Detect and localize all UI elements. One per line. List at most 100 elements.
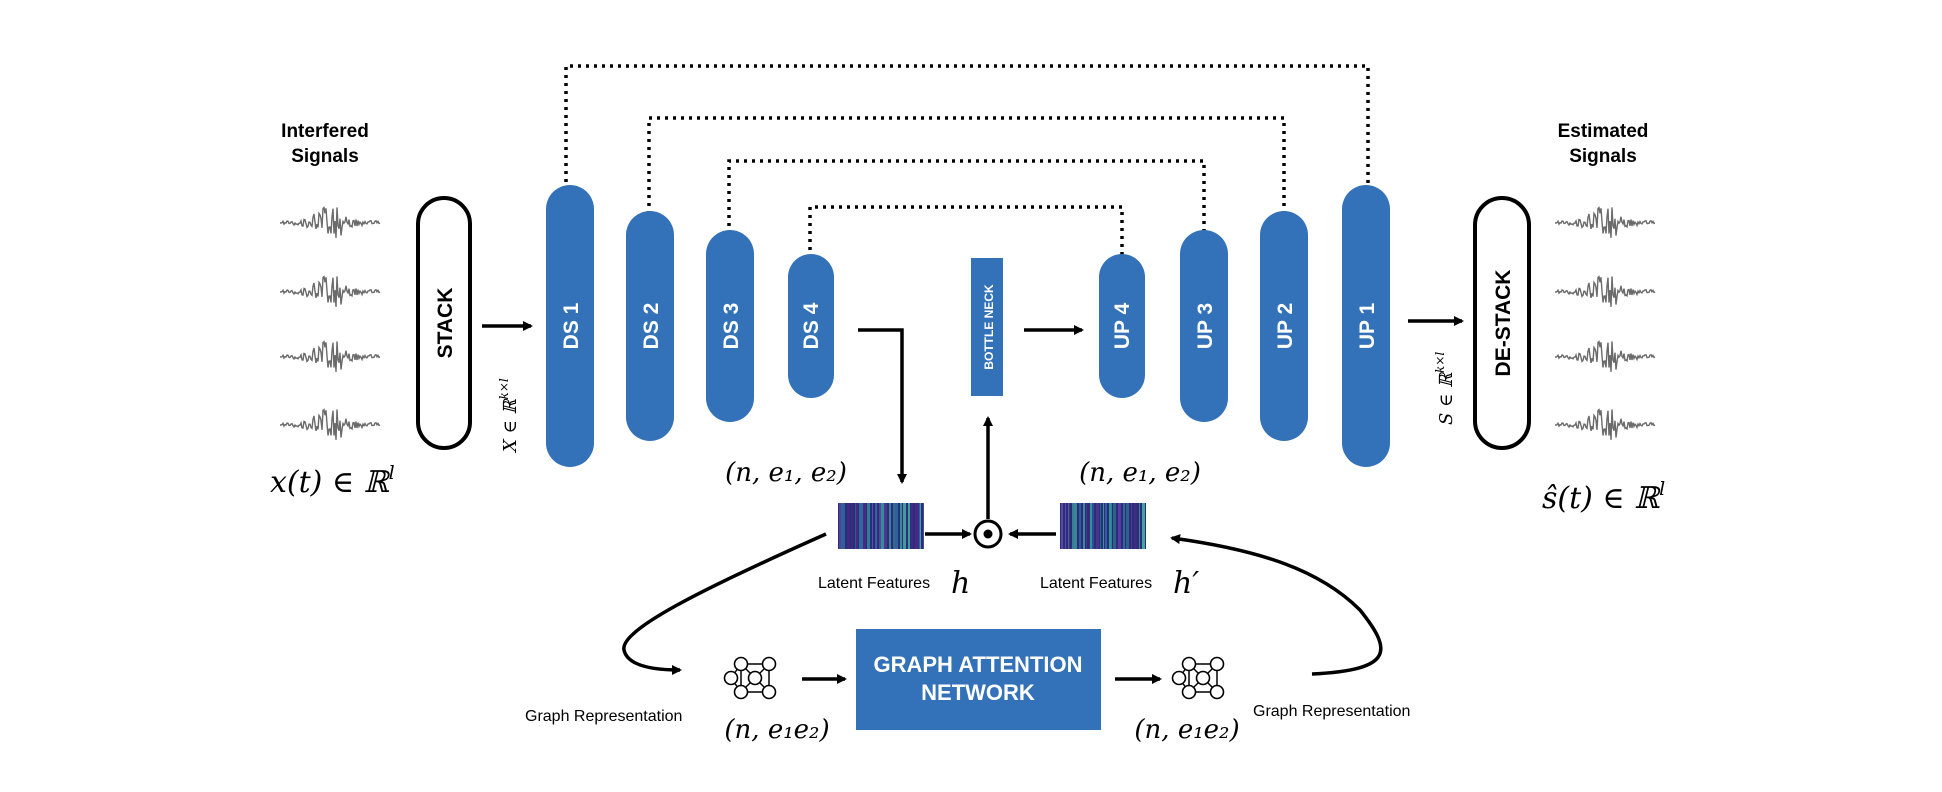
feature-map-stripe xyxy=(908,503,910,549)
feature-map-stripe xyxy=(877,503,878,549)
graph-node xyxy=(733,684,749,700)
feature-map-stripe xyxy=(1068,503,1069,549)
input-waveform-2 xyxy=(280,275,381,307)
graph-left-shape: (n, e₁e₂) xyxy=(724,715,829,745)
graph-left-label: Graph Representation xyxy=(525,708,682,725)
input-waveforms xyxy=(280,206,381,440)
ds4-label: DS 4 xyxy=(800,302,823,349)
ds3-label: DS 3 xyxy=(720,303,743,350)
graph-node xyxy=(1181,656,1197,672)
output-waveform-2 xyxy=(1555,275,1656,307)
skip-connection-3 xyxy=(727,159,1206,234)
latent-feature-map-right xyxy=(1060,503,1146,549)
feature-map-stripe xyxy=(842,503,845,549)
feature-map-stripe xyxy=(1092,503,1094,549)
feature-map-stripe xyxy=(895,503,898,549)
feature-map-stripe xyxy=(884,503,887,549)
graph-node xyxy=(747,670,763,686)
feature-map-stripe xyxy=(1061,503,1063,549)
odot-symbol: ⊙ xyxy=(0,0,1,1)
graph-node xyxy=(733,656,749,672)
input-title-line1: Interfered xyxy=(281,121,369,142)
graph-node xyxy=(761,656,777,672)
graph-node xyxy=(1209,656,1225,672)
gat-label-line2: NETWORK xyxy=(921,680,1035,705)
s-matrix-label: S ∈ ℝk×l xyxy=(1433,352,1457,425)
stack-block xyxy=(416,196,472,450)
feature-map-stripe xyxy=(1113,503,1116,549)
feature-map-stripe xyxy=(1126,503,1129,549)
feature-map-stripe xyxy=(1100,503,1101,549)
bottleneck-block xyxy=(971,258,1003,396)
feature-map-stripe xyxy=(1096,503,1099,549)
feature-map-stripe xyxy=(1123,503,1125,549)
graph-node xyxy=(1181,684,1197,700)
feature-map-stripe xyxy=(875,503,877,549)
stack-label: STACK xyxy=(434,288,457,359)
graph-node xyxy=(1195,670,1211,686)
graph-to-latent-curve xyxy=(1170,534,1383,676)
feature-map-stripe xyxy=(855,503,856,549)
graph-node xyxy=(761,684,777,700)
up2-block xyxy=(1260,211,1308,441)
up1-block xyxy=(1342,185,1390,467)
feature-map-stripe xyxy=(911,503,913,549)
input-equation: x(t) ∈ ℝl xyxy=(270,462,395,500)
ds3-block xyxy=(706,230,754,422)
feature-map-stripe xyxy=(863,503,866,549)
ds2-block xyxy=(626,211,674,441)
latent-feature-map-left xyxy=(838,503,924,549)
feature-map-stripe xyxy=(923,503,924,549)
output-title-line2: Signals xyxy=(1569,146,1637,167)
ds4-to-latent-arrow xyxy=(858,328,907,484)
graph-node xyxy=(1209,684,1225,700)
input-waveform-1 xyxy=(280,206,381,238)
hadamard-fusion-dot xyxy=(983,529,993,539)
feature-map-stripe xyxy=(1069,503,1070,549)
feature-map-stripe xyxy=(1103,503,1104,549)
feature-map-stripe xyxy=(1074,503,1077,549)
graph-attention-network-block xyxy=(856,629,1101,730)
output-title-line1: Estimated xyxy=(1558,121,1649,142)
feature-map-stripe xyxy=(1131,503,1132,549)
feature-map-stripe xyxy=(1086,503,1087,549)
up2-label: UP 2 xyxy=(1274,303,1297,349)
feature-map-stripe xyxy=(920,503,921,549)
ds1-label: DS 1 xyxy=(560,302,583,349)
latent-right-symbol: h′ xyxy=(1173,566,1199,601)
latent-right-label: Latent Features xyxy=(1040,575,1152,592)
graph-right-label: Graph Representation xyxy=(1253,703,1410,720)
feature-map-stripe xyxy=(1083,503,1085,549)
feature-map-stripe xyxy=(915,503,917,549)
input-waveform-3 xyxy=(280,340,381,372)
ds4-block xyxy=(788,254,834,398)
up4-label: UP 4 xyxy=(1111,303,1134,350)
latent-to-graph-curve xyxy=(622,532,827,675)
skip-connections xyxy=(564,64,1370,258)
output-waveforms xyxy=(1555,206,1656,440)
latent-left-label: Latent Features xyxy=(818,575,930,592)
up3-label: UP 3 xyxy=(1194,303,1217,349)
latent-right-shape: (n, e₁, e₂) xyxy=(1079,458,1201,488)
feature-map-stripe xyxy=(1079,503,1081,549)
feature-map-stripe xyxy=(841,503,842,549)
feature-map-stripe xyxy=(1072,503,1074,549)
graph-node xyxy=(1171,670,1187,686)
feature-map-stripe xyxy=(1090,503,1092,549)
output-equation: ŝ(t) ∈ ℝl xyxy=(1542,478,1665,516)
graph-network-icon-right xyxy=(1171,656,1225,700)
feature-map-stripe xyxy=(1134,503,1137,549)
feature-map-stripe xyxy=(1109,503,1111,549)
output-waveform-1 xyxy=(1555,206,1656,238)
feature-map-stripe xyxy=(1142,503,1145,549)
feature-map-stripe xyxy=(1105,503,1107,549)
feature-map-stripe xyxy=(917,503,919,549)
x-matrix-label: X ∈ ℝk×l xyxy=(497,378,521,454)
feature-map-stripe xyxy=(903,503,906,549)
feature-map-stripe xyxy=(889,503,891,549)
input-waveform-4 xyxy=(280,408,381,440)
destack-block xyxy=(1473,196,1531,450)
skip-connection-2 xyxy=(647,116,1286,214)
feature-map-stripe xyxy=(872,503,873,549)
